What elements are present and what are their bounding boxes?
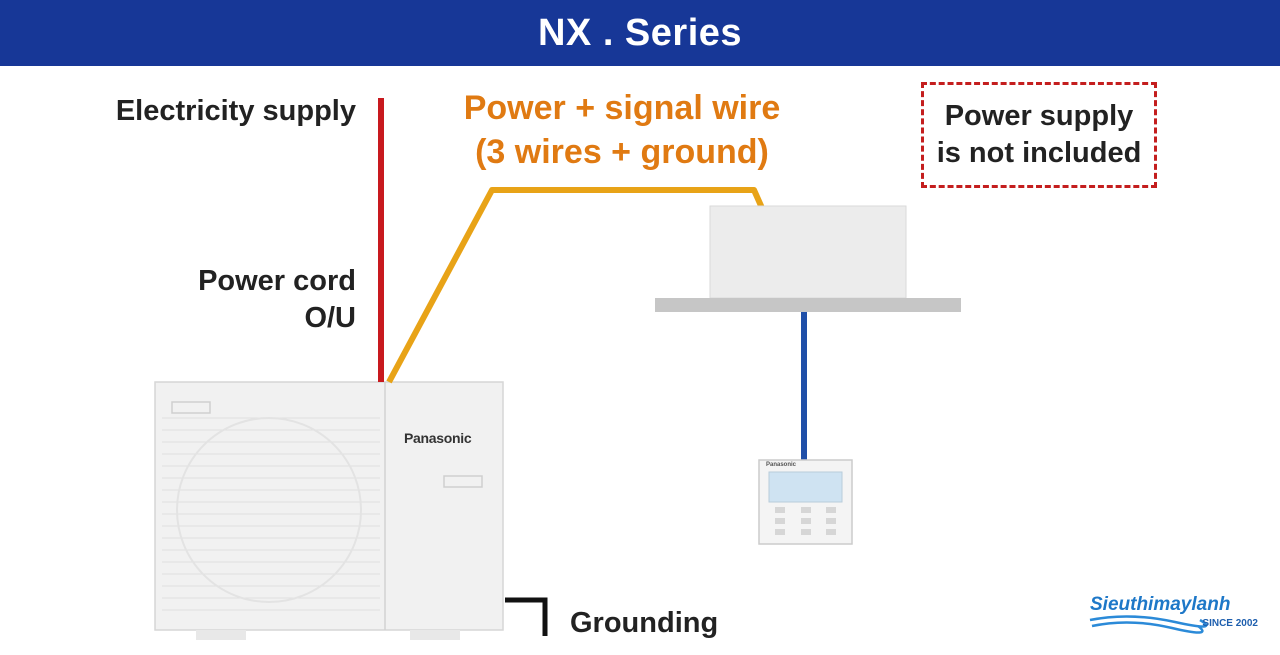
signal-wire-spec-label: (3 wires + ground) bbox=[475, 133, 769, 171]
power-supply-note-line1: Power supply bbox=[944, 100, 1134, 132]
watermark-name: Sieuthimaylanh bbox=[1090, 594, 1231, 615]
grounding-symbol bbox=[505, 597, 548, 636]
outdoor-unit bbox=[154, 381, 504, 640]
page-title: NX . Series bbox=[537, 11, 743, 54]
power-cord-label: Power cord bbox=[198, 265, 356, 297]
signal-wire bbox=[386, 187, 765, 384]
power-supply-note: Power supply is not included bbox=[921, 82, 1157, 188]
indoor-unit bbox=[655, 205, 961, 312]
signal-wire-label: Power + signal wire bbox=[463, 89, 781, 127]
power-cord-ou-label: O/U bbox=[304, 302, 356, 334]
outdoor-unit-brand-logo: Panasonic bbox=[404, 430, 472, 446]
outdoor-unit-grille bbox=[162, 417, 380, 611]
watermark-since: SINCE 2002 bbox=[1202, 618, 1258, 629]
watermark-logo: Sieuthimaylanh SINCE 2002 bbox=[1088, 594, 1264, 634]
grounding-label: Grounding bbox=[570, 607, 719, 639]
header-bar: NX . Series bbox=[0, 0, 1280, 66]
electricity-supply-label: Electricity supply bbox=[115, 95, 356, 127]
remote-controller bbox=[758, 459, 853, 545]
power-supply-note-line2: is not included bbox=[936, 137, 1142, 169]
remote-brand-logo: Panasonic bbox=[766, 462, 797, 468]
watermark-waves-icon bbox=[1089, 615, 1208, 634]
